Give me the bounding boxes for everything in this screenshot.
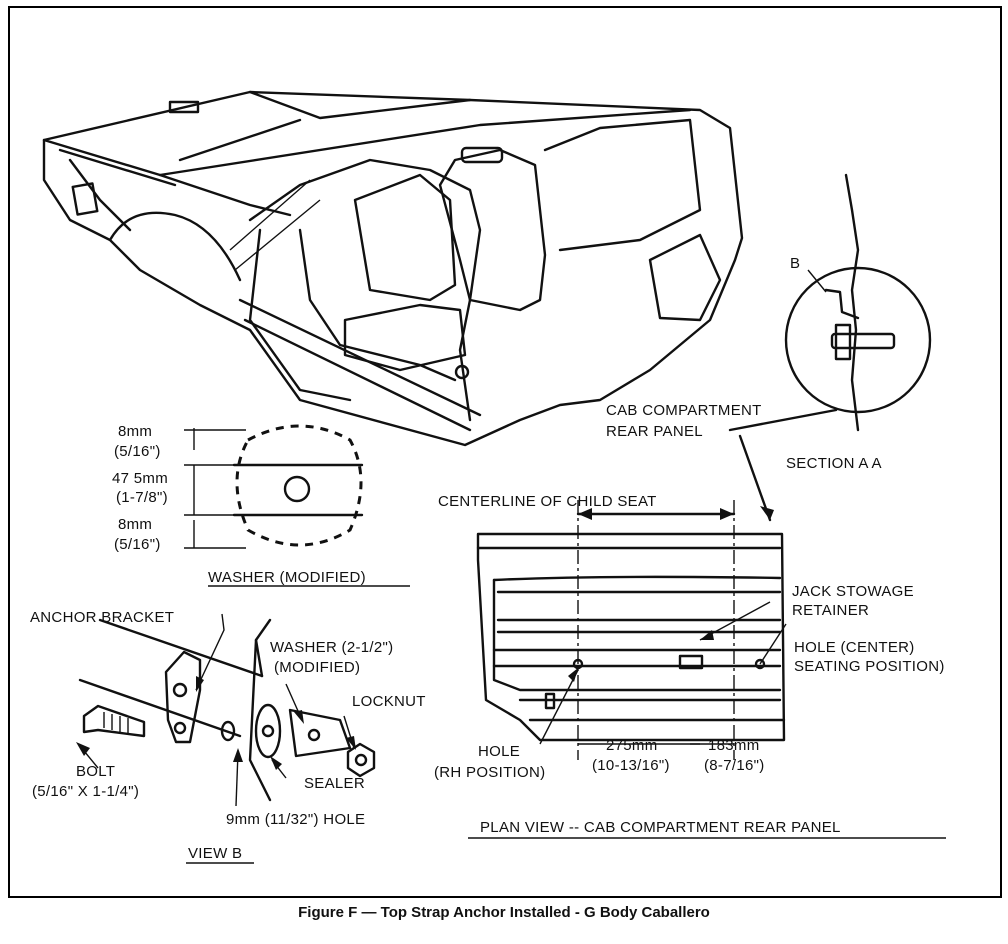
washer-dim-top-in: (5/16")	[114, 443, 161, 460]
washer-dim-mid-mm: 47 5mm	[112, 470, 168, 487]
vehicle-body-illustration	[42, 90, 744, 447]
washer-title: WASHER (MODIFIED)	[208, 569, 366, 586]
plan-dim1-in: (10-13/16")	[592, 757, 670, 774]
view-b-title: VIEW B	[188, 845, 242, 862]
section-title: SECTION A A	[786, 455, 882, 472]
cab-panel-leader-to-section	[728, 408, 838, 432]
washer-dim-bot-mm: 8mm	[118, 516, 152, 533]
view-b-hole-label: 9mm (11/32") HOLE	[226, 811, 365, 828]
view-b-washer-line2: (MODIFIED)	[274, 659, 360, 676]
view-b-anchor-bracket-label: ANCHOR BRACKET	[30, 609, 174, 626]
section-label-b: B	[790, 255, 800, 272]
view-b-bolt-line1: BOLT	[76, 763, 115, 780]
plan-hole-center-line1: HOLE (CENTER)	[794, 639, 915, 656]
washer-dim-mid-in: (1-7/8")	[116, 489, 168, 506]
plan-jack-label-line1: JACK STOWAGE	[792, 583, 914, 600]
plan-hole-center-line2: SEATING POSITION)	[794, 658, 945, 675]
plan-hole-rh-line1: HOLE	[478, 743, 520, 760]
view-b-washer-line1: WASHER (2-1/2")	[270, 639, 393, 656]
cab-panel-arrowhead	[760, 506, 774, 520]
washer-dim-top-mm: 8mm	[118, 423, 152, 440]
plan-dim2-in: (8-7/16")	[704, 757, 765, 774]
view-b-bolt-line2: (5/16" X 1-1/4")	[32, 783, 139, 800]
cab-panel-leader-to-plan	[738, 434, 772, 522]
figure-frame	[8, 6, 1002, 898]
plan-jack-label-line2: RETAINER	[792, 602, 869, 619]
plan-view-title: PLAN VIEW -- CAB COMPARTMENT REAR PANEL	[480, 819, 841, 836]
view-b-sealer-label: SEALER	[304, 775, 365, 792]
view-b-illustration	[76, 613, 376, 807]
plan-dim1-mm: 275mm	[606, 737, 658, 754]
washer-dim-bot-in: (5/16")	[114, 536, 161, 553]
view-b-locknut-label: LOCKNUT	[352, 693, 426, 710]
plan-dim2-mm: 183mm	[708, 737, 760, 754]
washer-detail	[184, 424, 364, 549]
cab-panel-label-line2: REAR PANEL	[606, 423, 703, 440]
plan-hole-rh-line2: (RH POSITION)	[434, 764, 545, 781]
section-a-a-detail	[784, 173, 932, 432]
cab-panel-label-line1: CAB COMPARTMENT	[606, 402, 762, 419]
plan-view-panel	[476, 500, 787, 760]
plan-centerline-label: CENTERLINE OF CHILD SEAT	[438, 493, 657, 510]
figure-caption: Figure F — Top Strap Anchor Installed - …	[298, 904, 710, 921]
